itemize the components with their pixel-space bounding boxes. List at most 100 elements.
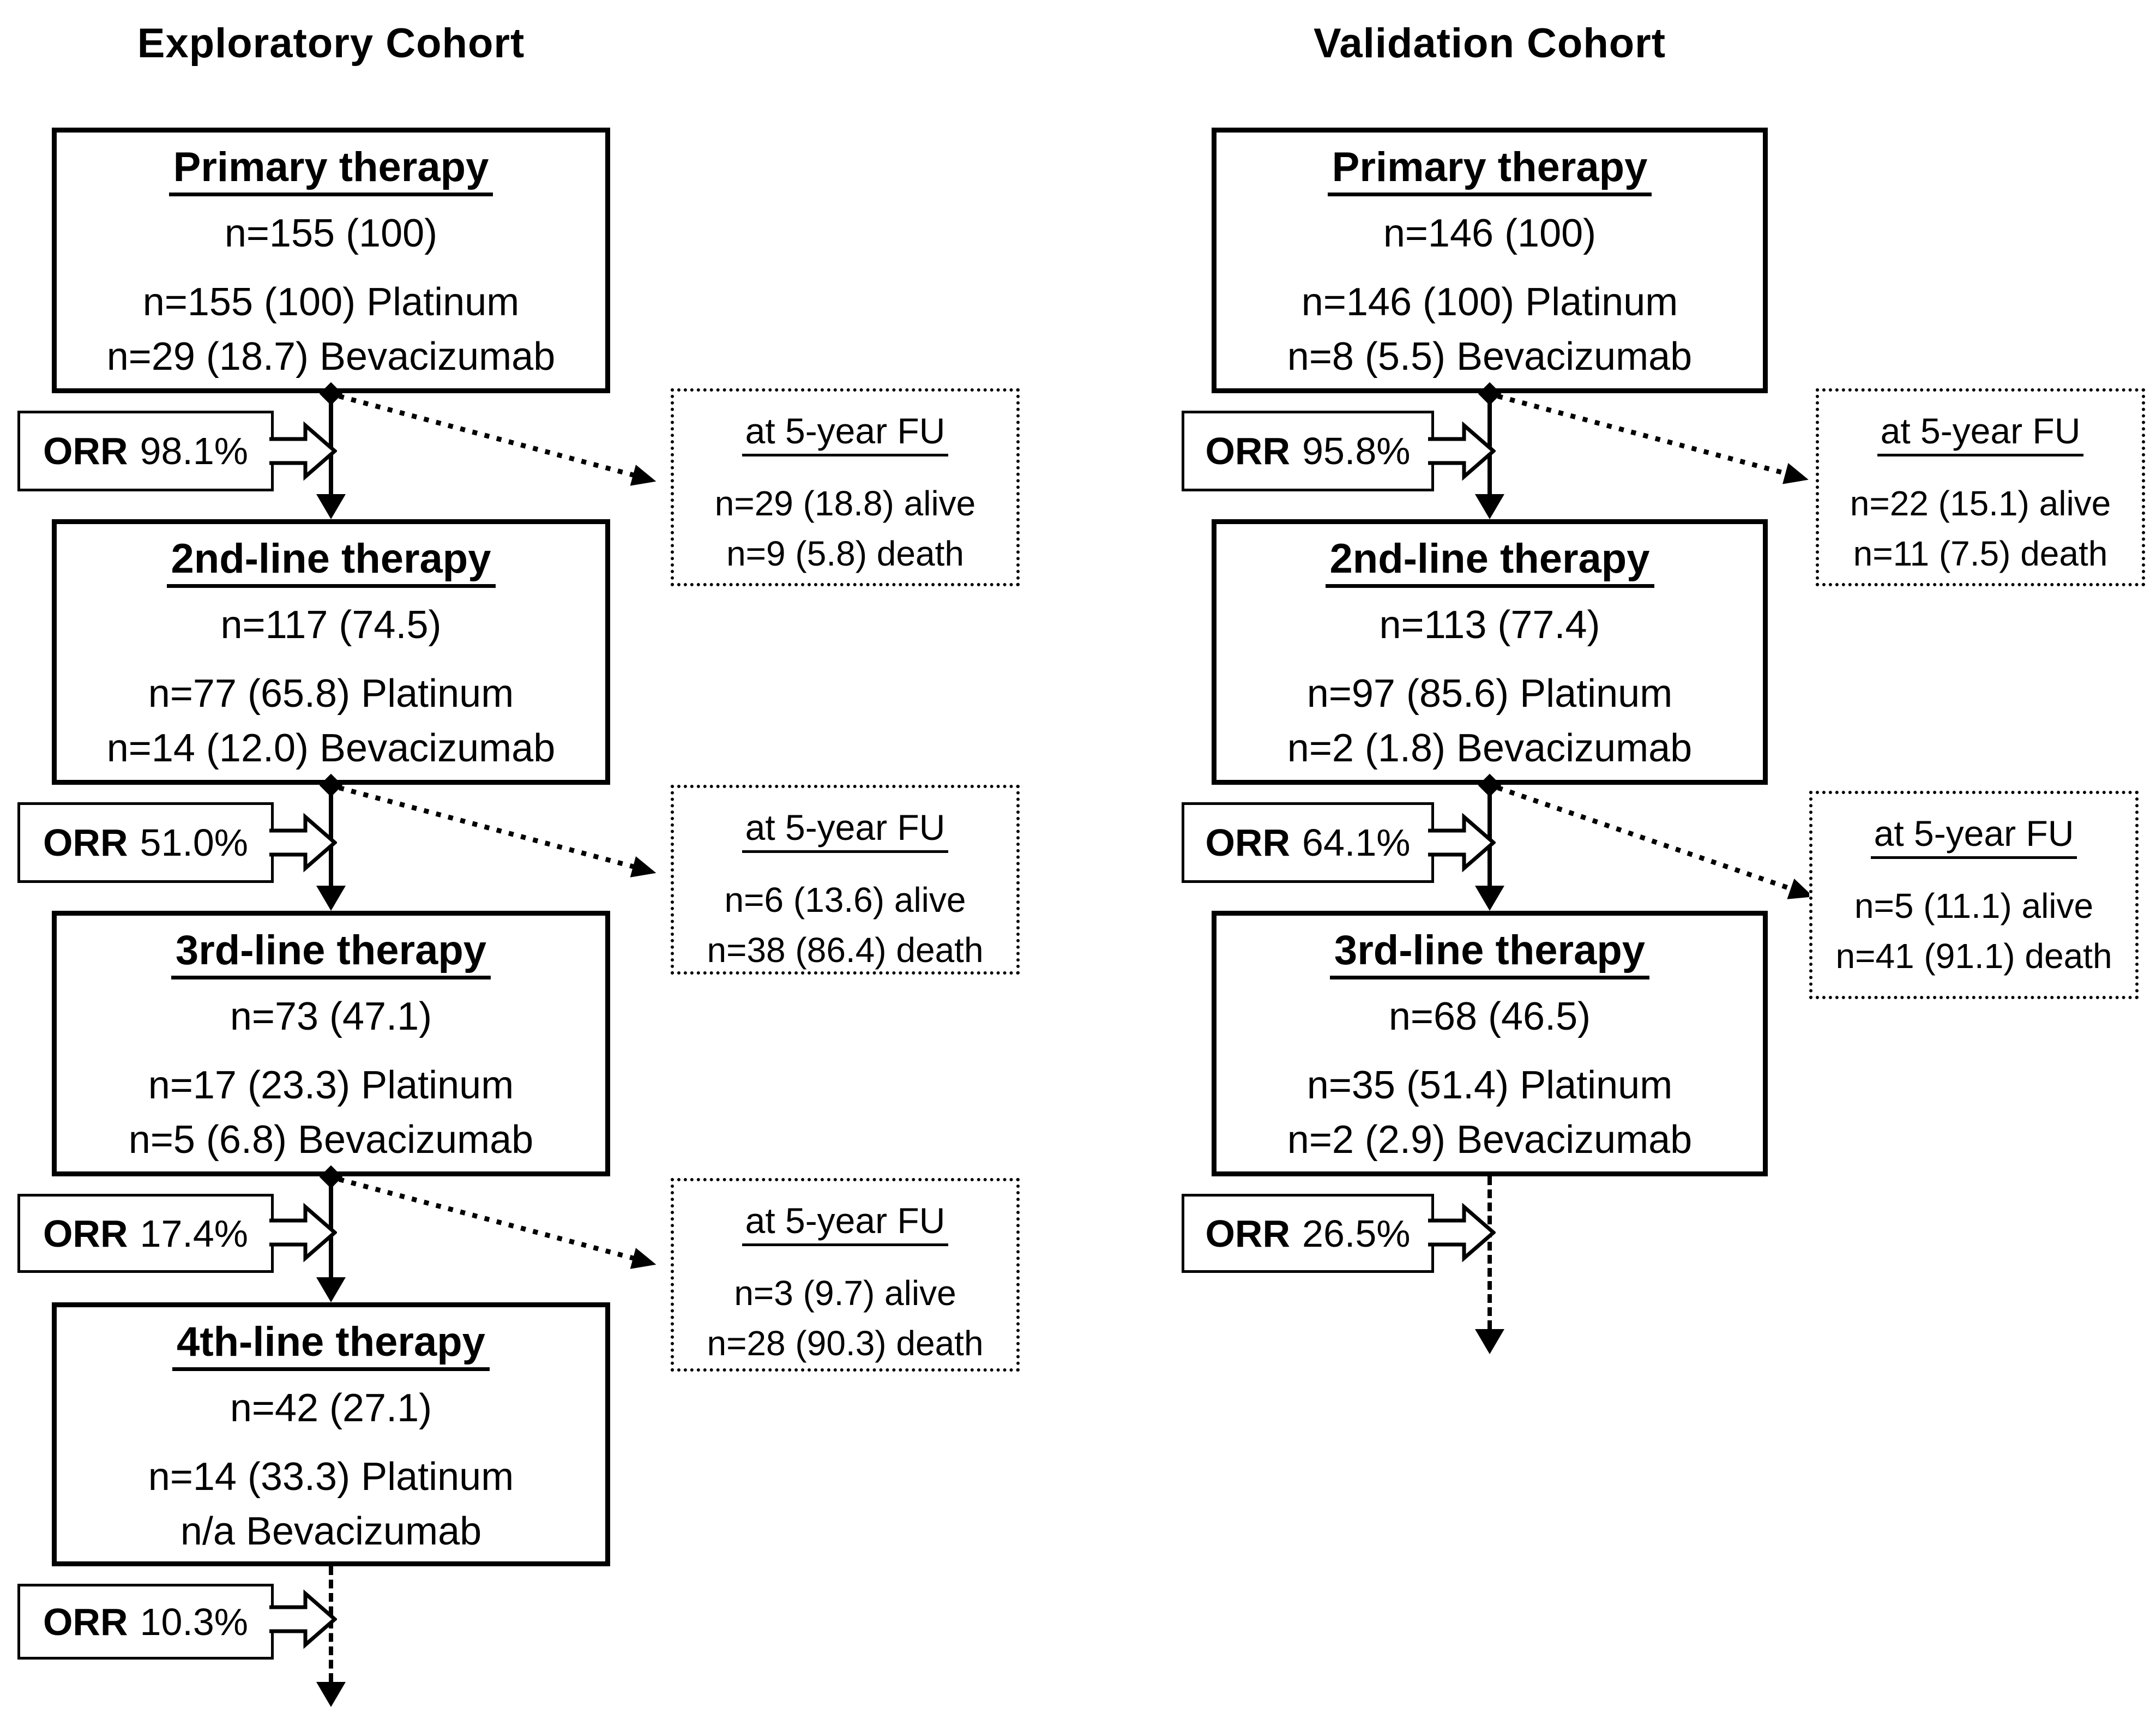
- orr-value: 98.1%: [140, 430, 249, 472]
- therapy-total: n=117 (74.5): [220, 603, 442, 647]
- orr-label: ORR: [1205, 821, 1291, 864]
- therapy-box-header: 3rd-line therapy: [1329, 928, 1650, 979]
- therapy-bevacizumab: n=2 (2.9) Bevacizumab: [1287, 1118, 1693, 1162]
- therapy-platinum: n=146 (100) Platinum: [1301, 280, 1678, 324]
- fu-death: n=11 (7.5) death: [1853, 534, 2108, 573]
- flow-connector-line: [1487, 393, 1492, 495]
- validation-cohort-title: Validation Cohort: [1313, 20, 1666, 67]
- exploratory-4th-line-therapy-box: 4th-line therapy n=42 (27.1) n=14 (33.3)…: [52, 1302, 610, 1566]
- therapy-total: n=42 (27.1): [230, 1386, 432, 1430]
- dashed-exit-line: [1487, 1176, 1492, 1329]
- therapy-bevacizumab: n=5 (6.8) Bevacizumab: [128, 1118, 534, 1162]
- therapy-box-header: 2nd-line therapy: [1325, 536, 1654, 588]
- orr-block-arrow-icon: [1428, 421, 1496, 481]
- fu-header: at 5-year FU: [742, 1201, 949, 1246]
- therapy-box-header: Primary therapy: [1327, 145, 1652, 196]
- exploratory-cohort-title: Exploratory Cohort: [137, 20, 525, 67]
- orr-block-arrow-icon: [1428, 1203, 1496, 1263]
- orr-value: 64.1%: [1302, 821, 1411, 864]
- fu-alive: n=5 (11.1) alive: [1854, 886, 2094, 925]
- dotted-arrow-to-fu: [338, 1177, 635, 1261]
- orr-value: 26.5%: [1302, 1212, 1411, 1255]
- down-arrowhead-icon: [316, 1277, 346, 1302]
- exploratory-fu-1-box: at 5-year FU n=29 (18.8) alive n=9 (5.8)…: [671, 388, 1020, 586]
- exploratory-2nd-line-therapy-box: 2nd-line therapy n=117 (74.5) n=77 (65.8…: [52, 519, 610, 785]
- validation-orr-1-box: ORR 95.8%: [1182, 411, 1434, 491]
- exploratory-fu-2-box: at 5-year FU n=6 (13.6) alive n=38 (86.4…: [671, 785, 1020, 975]
- fu-alive: n=29 (18.8) alive: [714, 484, 976, 523]
- therapy-total: n=68 (46.5): [1388, 995, 1591, 1038]
- orr-value: 51.0%: [140, 821, 249, 864]
- orr-label: ORR: [43, 821, 128, 864]
- therapy-box-header: Primary therapy: [168, 145, 493, 196]
- validation-fu-1-box: at 5-year FU n=22 (15.1) alive n=11 (7.5…: [1816, 388, 2145, 586]
- therapy-platinum: n=155 (100) Platinum: [142, 280, 520, 324]
- validation-orr-2-box: ORR 64.1%: [1182, 802, 1434, 883]
- fu-header: at 5-year FU: [1877, 411, 2084, 456]
- therapy-bevacizumab: n=8 (5.5) Bevacizumab: [1287, 335, 1693, 378]
- therapy-bevacizumab: n=29 (18.7) Bevacizumab: [106, 335, 556, 378]
- orr-block-arrow-icon: [269, 813, 337, 873]
- orr-label: ORR: [43, 1600, 128, 1643]
- fu-death: n=38 (86.4) death: [707, 930, 984, 970]
- down-arrowhead-icon: [1475, 494, 1504, 519]
- orr-value: 95.8%: [1302, 430, 1411, 472]
- fu-death: n=9 (5.8) death: [726, 534, 964, 573]
- down-arrowhead-icon: [316, 1682, 346, 1707]
- fu-alive: n=6 (13.6) alive: [724, 880, 966, 919]
- therapy-platinum: n=97 (85.6) Platinum: [1306, 672, 1673, 716]
- therapy-platinum: n=14 (33.3) Platinum: [148, 1455, 514, 1499]
- validation-fu-2-box: at 5-year FU n=5 (11.1) alive n=41 (91.1…: [1809, 791, 2139, 999]
- orr-block-arrow-icon: [269, 1589, 337, 1649]
- therapy-platinum: n=77 (65.8) Platinum: [148, 672, 514, 716]
- exploratory-orr-4-box: ORR 10.3%: [17, 1584, 274, 1660]
- dotted-arrow-to-fu: [338, 785, 635, 869]
- dotted-arrow-to-fu: [1497, 785, 1793, 892]
- validation-3rd-line-therapy-box: 3rd-line therapy n=68 (46.5) n=35 (51.4)…: [1212, 911, 1768, 1176]
- therapy-total: n=113 (77.4): [1379, 603, 1600, 647]
- validation-orr-3-box: ORR 26.5%: [1182, 1194, 1434, 1273]
- fu-header: at 5-year FU: [1870, 814, 2077, 859]
- therapy-total: n=73 (47.1): [230, 995, 432, 1038]
- orr-block-arrow-icon: [269, 1203, 337, 1263]
- dotted-arrow-to-fu: [338, 394, 635, 478]
- dotted-arrow-to-fu: [1497, 394, 1787, 476]
- exploratory-orr-2-box: ORR 51.0%: [17, 802, 274, 883]
- down-arrowhead-icon: [1475, 1329, 1504, 1354]
- fu-alive: n=22 (15.1) alive: [1850, 484, 2111, 523]
- therapy-box-header: 4th-line therapy: [172, 1319, 490, 1371]
- therapy-platinum: n=35 (51.4) Platinum: [1306, 1063, 1673, 1107]
- therapy-box-header: 2nd-line therapy: [166, 536, 496, 588]
- orr-value: 17.4%: [140, 1212, 249, 1255]
- down-arrowhead-icon: [1475, 886, 1504, 911]
- flow-connector-line: [329, 785, 333, 887]
- fu-death: n=28 (90.3) death: [707, 1324, 984, 1363]
- therapy-bevacizumab: n=14 (12.0) Bevacizumab: [106, 726, 556, 770]
- orr-label: ORR: [43, 430, 128, 472]
- exploratory-orr-1-box: ORR 98.1%: [17, 411, 274, 491]
- therapy-box-header: 3rd-line therapy: [171, 928, 491, 979]
- orr-label: ORR: [43, 1212, 128, 1255]
- therapy-bevacizumab: n/a Bevacizumab: [180, 1510, 482, 1553]
- fu-header: at 5-year FU: [742, 808, 949, 853]
- down-arrowhead-icon: [316, 494, 346, 519]
- flow-connector-line: [1487, 785, 1492, 887]
- therapy-total: n=146 (100): [1383, 212, 1597, 255]
- orr-block-arrow-icon: [269, 421, 337, 481]
- orr-label: ORR: [1205, 430, 1291, 472]
- orr-value: 10.3%: [140, 1600, 249, 1643]
- therapy-platinum: n=17 (23.3) Platinum: [148, 1063, 514, 1107]
- down-arrowhead-icon: [316, 886, 346, 911]
- orr-block-arrow-icon: [1428, 813, 1496, 873]
- therapy-bevacizumab: n=2 (1.8) Bevacizumab: [1287, 726, 1693, 770]
- fu-header: at 5-year FU: [742, 411, 949, 456]
- exploratory-primary-therapy-box: Primary therapy n=155 (100) n=155 (100) …: [52, 128, 610, 393]
- exploratory-3rd-line-therapy-box: 3rd-line therapy n=73 (47.1) n=17 (23.3)…: [52, 911, 610, 1176]
- validation-2nd-line-therapy-box: 2nd-line therapy n=113 (77.4) n=97 (85.6…: [1212, 519, 1768, 785]
- exploratory-orr-3-box: ORR 17.4%: [17, 1194, 274, 1273]
- flow-connector-line: [329, 393, 333, 495]
- orr-label: ORR: [1205, 1212, 1291, 1255]
- fu-death: n=41 (91.1) death: [1835, 936, 2112, 976]
- validation-primary-therapy-box: Primary therapy n=146 (100) n=146 (100) …: [1212, 128, 1768, 393]
